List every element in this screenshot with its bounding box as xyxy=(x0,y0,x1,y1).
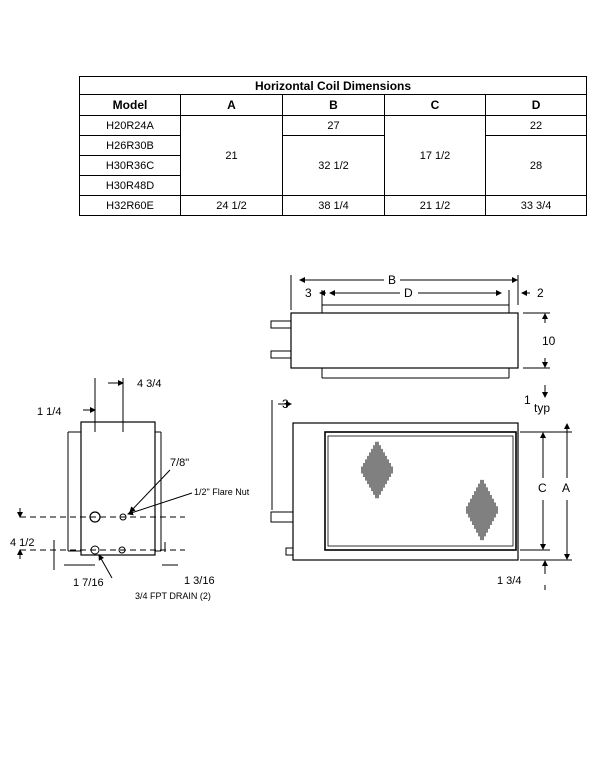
top-dim-3: 3 xyxy=(305,286,312,300)
table-row: H30R48D xyxy=(79,175,587,196)
d-cell: 33 3/4 xyxy=(484,195,588,216)
dim-1-3-16: 1 3/16 xyxy=(184,575,215,587)
label-b: B xyxy=(388,273,396,287)
coil-face-frame xyxy=(324,431,517,551)
flare-nut-label: 1/2" Flare Nut xyxy=(194,487,250,497)
drain-label: 3/4 FPT DRAIN (2) xyxy=(135,591,211,601)
dim-4-1-2: 4 1/2 xyxy=(10,537,34,549)
coil-fin-pattern-left xyxy=(361,441,393,499)
side-view-body xyxy=(80,421,156,556)
model-cell: H30R48D xyxy=(79,175,181,196)
front-stub-corner xyxy=(285,547,294,556)
a-cell: 21 xyxy=(180,115,283,196)
b-cell: 32 1/2 xyxy=(282,135,385,196)
dimensions-table: Horizontal Coil Dimensions Model A B C D… xyxy=(78,76,588,216)
coil-face-inner xyxy=(327,435,514,547)
label-d: D xyxy=(404,286,413,300)
model-cell: H20R24A xyxy=(79,115,181,136)
dim-4-3-4: 4 3/4 xyxy=(137,378,161,390)
coil-stub-upper xyxy=(270,320,292,329)
front-stub-left xyxy=(270,511,294,523)
dim-7-8: 7/8" xyxy=(170,457,189,469)
dim-1-1-4: 1 1/4 xyxy=(37,406,61,418)
c-cell: 21 1/2 xyxy=(384,195,486,216)
coil-stub-lower xyxy=(270,350,292,359)
table-row: H32R60E 24 1/2 38 1/4 21 1/2 33 3/4 xyxy=(79,195,588,216)
side-view xyxy=(17,378,193,579)
top-view xyxy=(270,275,550,398)
model-cell: H32R60E xyxy=(79,195,181,216)
dim-1-7-16: 1 7/16 xyxy=(73,577,104,589)
front-dim-3: 3 xyxy=(282,397,289,411)
front-dim-1: 1 xyxy=(524,393,531,407)
b-cell: 27 xyxy=(282,115,385,136)
label-c: C xyxy=(538,481,547,495)
a-cell: 24 1/2 xyxy=(180,195,283,216)
top-dim-2: 2 xyxy=(537,286,544,300)
coil-fin-pattern-right xyxy=(466,479,498,541)
front-view xyxy=(270,400,572,590)
label-a: A xyxy=(562,481,570,495)
top-view-body xyxy=(290,312,519,369)
front-typ: typ xyxy=(534,401,550,415)
top-dim-10: 10 xyxy=(542,334,556,348)
b-cell: 38 1/4 xyxy=(282,195,385,216)
front-dim-1-3-4: 1 3/4 xyxy=(497,575,521,587)
front-view-body xyxy=(292,422,519,561)
